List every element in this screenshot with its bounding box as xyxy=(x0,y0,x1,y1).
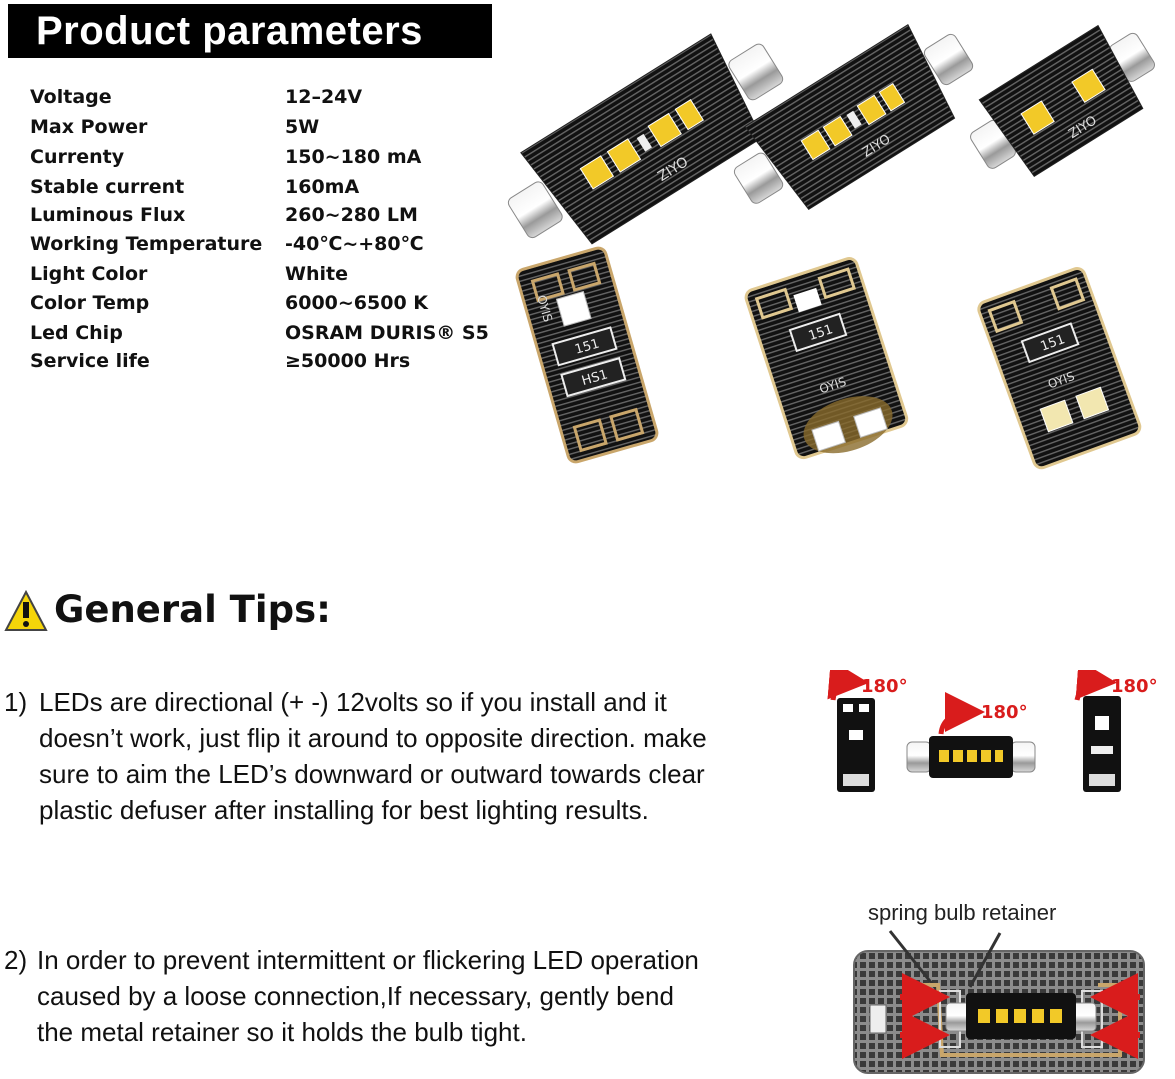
tip-number: 1) xyxy=(4,687,28,717)
tip-line: doesn’t work, just flip it around to opp… xyxy=(39,723,707,753)
chip-code-label: 151 xyxy=(807,322,835,344)
param-value: OSRAM DURIS® S5 xyxy=(285,322,489,344)
param-key: Currenty xyxy=(30,146,125,168)
wedge-bulb-icon xyxy=(1083,696,1121,792)
tip-number: 2) xyxy=(4,945,28,975)
retainer-diagram xyxy=(853,930,1145,1074)
wedge-bulb-right: 151 OYIS xyxy=(977,267,1142,470)
tip-line: caused by a loose connection,If necessar… xyxy=(37,981,674,1011)
festoon-bulb-icon xyxy=(945,993,1097,1039)
rotate-arrow-icon xyxy=(827,670,869,701)
wedge-bulb-left: 151 HS1 OYIS xyxy=(515,246,659,464)
param-value: ≥50000 Hrs xyxy=(285,350,411,372)
param-value: 6000~6500 K xyxy=(285,292,429,314)
tip-line: In order to prevent intermittent or flic… xyxy=(37,945,699,975)
chip-code-label: HS1 xyxy=(580,367,609,389)
param-value: 260~280 LM xyxy=(285,204,418,226)
tip-line: LEDs are directional (+ -) 12volts so if… xyxy=(39,687,667,717)
param-key: Voltage xyxy=(30,86,112,108)
tips-title: General Tips: xyxy=(54,588,331,631)
param-key: Led Chip xyxy=(30,322,123,344)
festoon-bulb-icon xyxy=(906,736,1036,778)
param-key: Stable current xyxy=(30,176,185,198)
tip-line: plastic defuser after installing for bes… xyxy=(39,795,649,825)
rotate-arrow-icon xyxy=(1074,670,1117,701)
rotate-arrow-icon xyxy=(938,692,985,735)
rotation-label: 180° xyxy=(981,702,1028,723)
param-value: 5W xyxy=(285,116,320,138)
wedge-bulb-icon xyxy=(837,698,875,792)
wedge-bulb-middle: 151 OYIS xyxy=(744,257,909,460)
festoon-bulb-small: ZIYO xyxy=(970,24,1155,177)
tip-line: the metal retainer so it holds the bulb … xyxy=(37,1017,527,1047)
festoon-bulb-medium: ZIYO xyxy=(733,24,974,211)
param-key: Light Color xyxy=(30,263,148,285)
param-key: Color Temp xyxy=(30,292,150,314)
param-value: 12–24V xyxy=(285,86,363,108)
rotation-label: 180° xyxy=(1111,676,1158,697)
bulb-product-images: ZIYO ZIYO ZIYO 151 HS1 OYIS xyxy=(507,24,1155,470)
tip-line: sure to aim the LED’s downward or outwar… xyxy=(39,759,705,789)
param-value: 160mA xyxy=(285,176,360,198)
page-title: Product parameters xyxy=(8,4,492,58)
param-key: Working Temperature xyxy=(30,233,263,255)
param-value: 150~180 mA xyxy=(285,146,422,168)
param-value: -40℃~+80℃ xyxy=(285,233,424,255)
warning-icon xyxy=(4,590,48,631)
rotation-label: 180° xyxy=(861,676,908,697)
param-key: Service life xyxy=(30,350,150,372)
param-key: Max Power xyxy=(30,116,148,138)
retainer-label: spring bulb retainer xyxy=(868,900,1057,925)
param-key: Luminous Flux xyxy=(30,204,186,226)
param-value: White xyxy=(285,263,348,285)
chip-code-label: 151 xyxy=(573,336,601,357)
rotation-diagram: 180° 180° 180° xyxy=(827,670,1158,792)
